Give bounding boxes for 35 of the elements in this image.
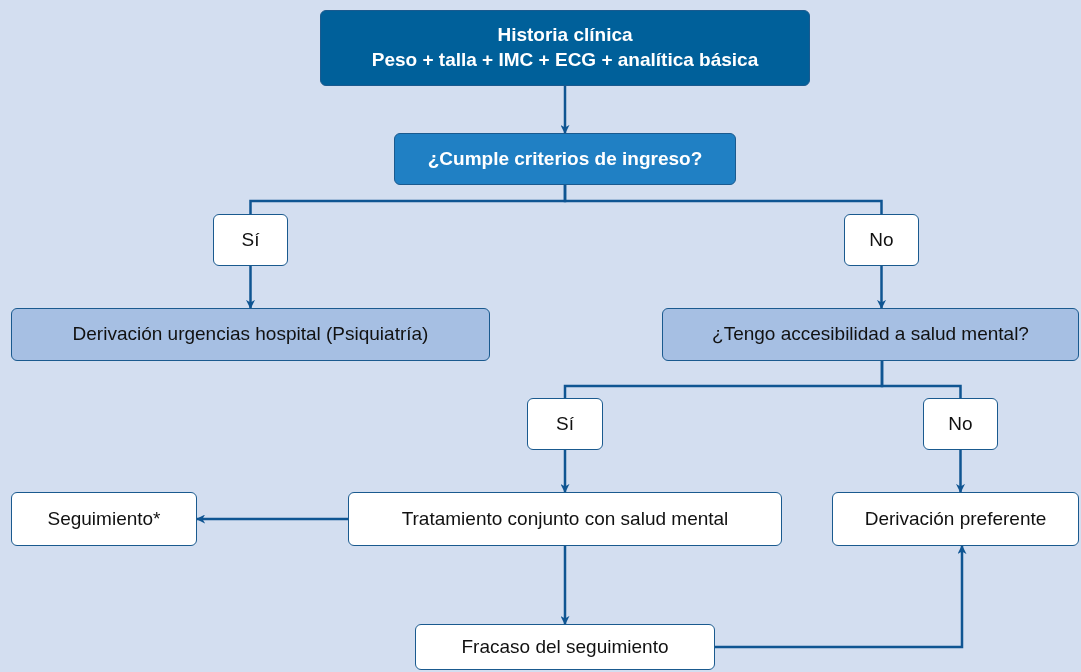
node-text: Seguimiento* — [47, 506, 161, 531]
arrow — [560, 450, 570, 493]
process-box — [923, 398, 998, 450]
arrow — [246, 266, 255, 309]
node-text: Derivación preferente — [864, 506, 1047, 531]
arrow — [877, 266, 886, 309]
node-text: No — [948, 411, 973, 436]
arrow — [560, 86, 570, 134]
node-text: ¿Tengo accesibilidad a salud mental? — [712, 322, 1029, 347]
process-box — [348, 492, 782, 546]
node-text: No — [869, 227, 894, 252]
node-text: Derivación urgencias hospital (Psiquiatría) — [72, 322, 429, 347]
process-box — [213, 214, 288, 266]
process-box — [11, 492, 197, 546]
connector-line — [880, 361, 962, 398]
arrow — [560, 546, 570, 625]
node-text: Sí — [241, 227, 260, 252]
process-box — [662, 308, 1079, 361]
node-text: Sí — [556, 411, 574, 436]
node-text: Peso + talla + IMC + ECG + analítica básica — [371, 48, 759, 72]
process-box — [844, 214, 919, 266]
process-box — [11, 308, 490, 361]
node-text: ¿Cumple criterios de ingreso? — [427, 146, 703, 171]
process-box — [832, 492, 1079, 546]
connector-line — [563, 185, 883, 214]
process-box — [527, 398, 603, 450]
arrow — [196, 514, 348, 524]
node-text: Historia clínica — [497, 23, 633, 48]
process-box — [320, 10, 810, 86]
process-box — [394, 133, 736, 185]
process-box — [415, 624, 715, 670]
node-text: Tratamiento conjunto con salud mental — [401, 506, 729, 531]
arrow — [715, 545, 967, 649]
node-text: Fracaso del seguimiento — [461, 634, 669, 659]
arrow — [956, 450, 965, 493]
